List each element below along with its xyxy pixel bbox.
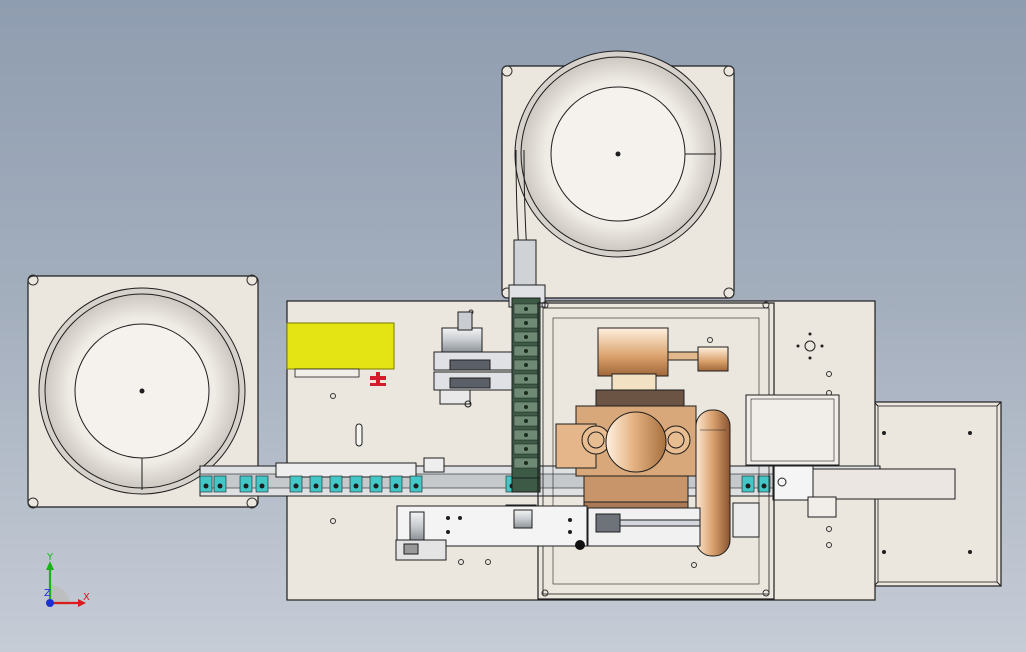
axis-label-y: Y xyxy=(46,552,54,563)
track-screw-icon xyxy=(524,321,528,325)
corner-foot-icon xyxy=(246,274,258,286)
corner-foot-icon xyxy=(723,65,735,77)
rail-screw-icon xyxy=(203,483,209,489)
corner-foot-icon xyxy=(501,65,513,77)
rail-screw-icon xyxy=(393,483,399,489)
feeder-bowl-left xyxy=(27,274,259,509)
rail-screw-icon xyxy=(313,483,319,489)
yellow-control-box xyxy=(286,322,395,386)
track-screw-icon xyxy=(524,377,528,381)
gripper-assembly xyxy=(433,311,515,408)
bowl-center-icon xyxy=(615,151,621,157)
axis-label-z: Z xyxy=(44,588,51,599)
dial-indicator-icon xyxy=(804,340,816,352)
axis-triad xyxy=(46,561,86,607)
pneumatic-cylinder xyxy=(395,502,760,561)
rail-screw-icon xyxy=(745,483,751,489)
rail-screw-icon xyxy=(259,483,265,489)
bowl-center-icon xyxy=(139,388,145,394)
corner-foot-icon xyxy=(723,287,735,299)
track-screw-icon xyxy=(524,391,528,395)
feeder-bowl-top xyxy=(501,50,735,299)
corner-foot-icon xyxy=(27,274,39,286)
axis-label-x: X xyxy=(83,592,90,603)
gearbox-motor-assembly xyxy=(555,327,731,557)
track-screw-icon xyxy=(524,447,528,451)
rail-screw-icon xyxy=(761,483,767,489)
track-screw-icon xyxy=(524,419,528,423)
rail-screw-icon xyxy=(353,483,359,489)
rail-screw-icon xyxy=(293,483,299,489)
rail-screw-icon xyxy=(333,483,339,489)
track-screw-icon xyxy=(524,405,528,409)
rail-screw-icon xyxy=(373,483,379,489)
corner-foot-icon xyxy=(27,497,39,509)
corner-foot-icon xyxy=(246,497,258,509)
track-screw-icon xyxy=(524,307,528,311)
track-screw-icon xyxy=(524,349,528,353)
sensor-icon xyxy=(575,540,585,550)
rail-screw-icon xyxy=(413,483,419,489)
track-screw-icon xyxy=(524,363,528,367)
gearbox-frame xyxy=(537,301,840,600)
track-screw-icon xyxy=(524,335,528,339)
track-screw-icon xyxy=(524,461,528,465)
rail-screw-icon xyxy=(243,483,249,489)
gearbox-center-icon xyxy=(605,411,667,473)
rail-screw-icon xyxy=(217,483,223,489)
track-screw-icon xyxy=(524,433,528,437)
